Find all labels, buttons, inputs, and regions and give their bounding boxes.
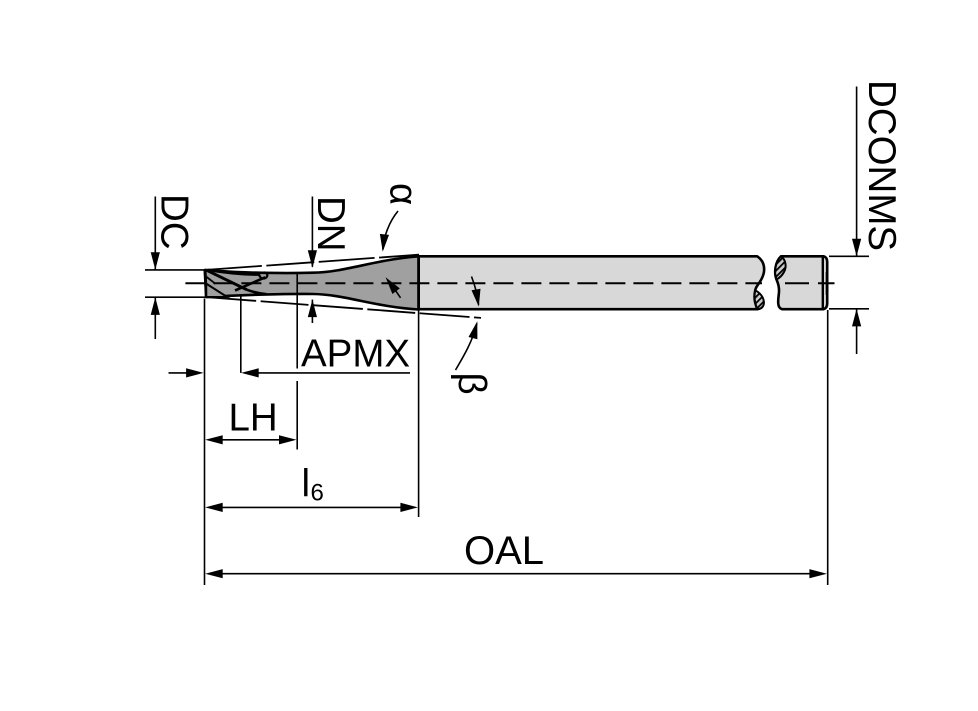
svg-text:DN: DN <box>309 196 352 252</box>
svg-text:β: β <box>450 373 493 395</box>
svg-text:DC: DC <box>153 194 196 250</box>
svg-text:OAL: OAL <box>464 529 544 573</box>
svg-text:6: 6 <box>311 480 324 507</box>
svg-text:α: α <box>382 183 425 205</box>
svg-text:LH: LH <box>229 397 278 440</box>
svg-text:l: l <box>302 463 311 506</box>
svg-text:APMX: APMX <box>301 333 410 376</box>
svg-text:DCONMS: DCONMS <box>860 80 903 251</box>
